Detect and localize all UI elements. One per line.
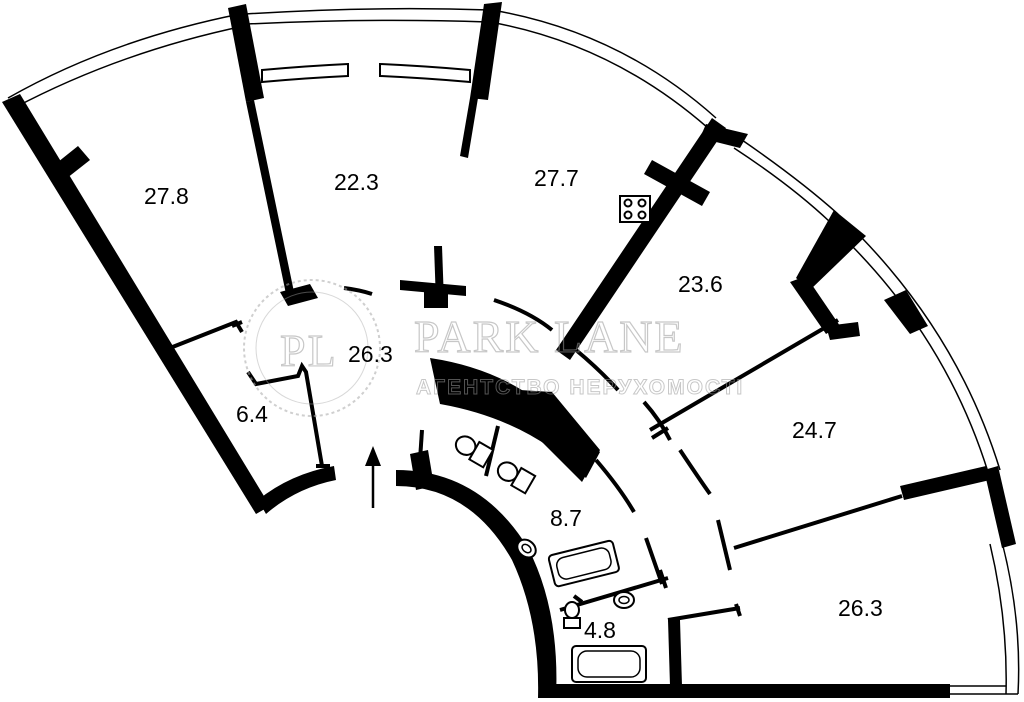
sink-icon bbox=[613, 591, 635, 609]
thin-walls bbox=[169, 318, 903, 622]
interior-window bbox=[261, 62, 471, 84]
room-area-label: 6.4 bbox=[236, 401, 268, 427]
bathtub-icon bbox=[571, 645, 647, 683]
wall-bath-block-b bbox=[520, 390, 600, 482]
room-labels: 27.8 22.3 27.7 23.6 26.3 6.4 24.7 8.7 4.… bbox=[144, 165, 883, 643]
wall-hall-cross-h bbox=[400, 280, 466, 296]
wall-partition-1 bbox=[246, 100, 294, 294]
wall-right-outer bbox=[984, 466, 1016, 548]
room-area-label: 27.8 bbox=[144, 183, 189, 209]
room-area-label: 22.3 bbox=[334, 169, 379, 195]
room-area-label: 4.8 bbox=[584, 617, 616, 643]
wall-partition-3 bbox=[796, 210, 866, 290]
watermark: PL PARK LANE АГЕНТСТВО НЕРУХОМОСТІ bbox=[243, 279, 744, 417]
room-area-label: 26.3 bbox=[838, 595, 883, 621]
entrance-arrow-icon bbox=[365, 446, 381, 508]
watermark-seal bbox=[243, 279, 381, 417]
toilet-icon bbox=[454, 435, 495, 469]
wall-kitchen-stub bbox=[460, 98, 478, 158]
toilet-icon bbox=[563, 601, 581, 629]
wall-partition-2-cap bbox=[700, 124, 748, 148]
wall-partition-2-t bbox=[644, 160, 710, 206]
wall-column-right bbox=[884, 290, 928, 334]
toilet-icon bbox=[496, 461, 537, 495]
wall-column-top-mid bbox=[470, 2, 502, 100]
watermark-brand: PARK LANE bbox=[414, 311, 685, 362]
wall-hall-cross-block bbox=[424, 290, 448, 308]
wall-bath-48-right bbox=[668, 620, 682, 686]
room-area-label: 27.7 bbox=[534, 165, 579, 191]
wall-core-left-curve bbox=[258, 466, 336, 514]
room-area-label: 8.7 bbox=[550, 505, 582, 531]
stove-icon bbox=[619, 195, 651, 223]
wall-column-stub bbox=[48, 146, 90, 182]
watermark-logo: PL bbox=[280, 325, 338, 376]
wall-column-top-left bbox=[228, 4, 264, 102]
wall-partition-3c bbox=[826, 322, 860, 340]
wall-partition-3b bbox=[790, 276, 840, 334]
room-area-label: 23.6 bbox=[678, 271, 723, 297]
outer-glazing bbox=[7, 7, 1020, 695]
wall-left-outer bbox=[2, 94, 270, 514]
sink-icon bbox=[516, 538, 537, 559]
bathtub-icon bbox=[547, 539, 620, 588]
room-area-label: 24.7 bbox=[792, 417, 837, 443]
room-area-label: 26.3 bbox=[348, 341, 393, 367]
corridor-arcs bbox=[343, 286, 712, 514]
wall-partition-4 bbox=[900, 466, 990, 500]
wall-core-curve bbox=[396, 470, 557, 698]
watermark-subtitle: АГЕНТСТВО НЕРУХОМОСТІ bbox=[416, 376, 744, 399]
wall-hall-column bbox=[280, 284, 318, 306]
wall-core-stub-left bbox=[410, 450, 434, 490]
wall-bottom bbox=[540, 684, 950, 698]
